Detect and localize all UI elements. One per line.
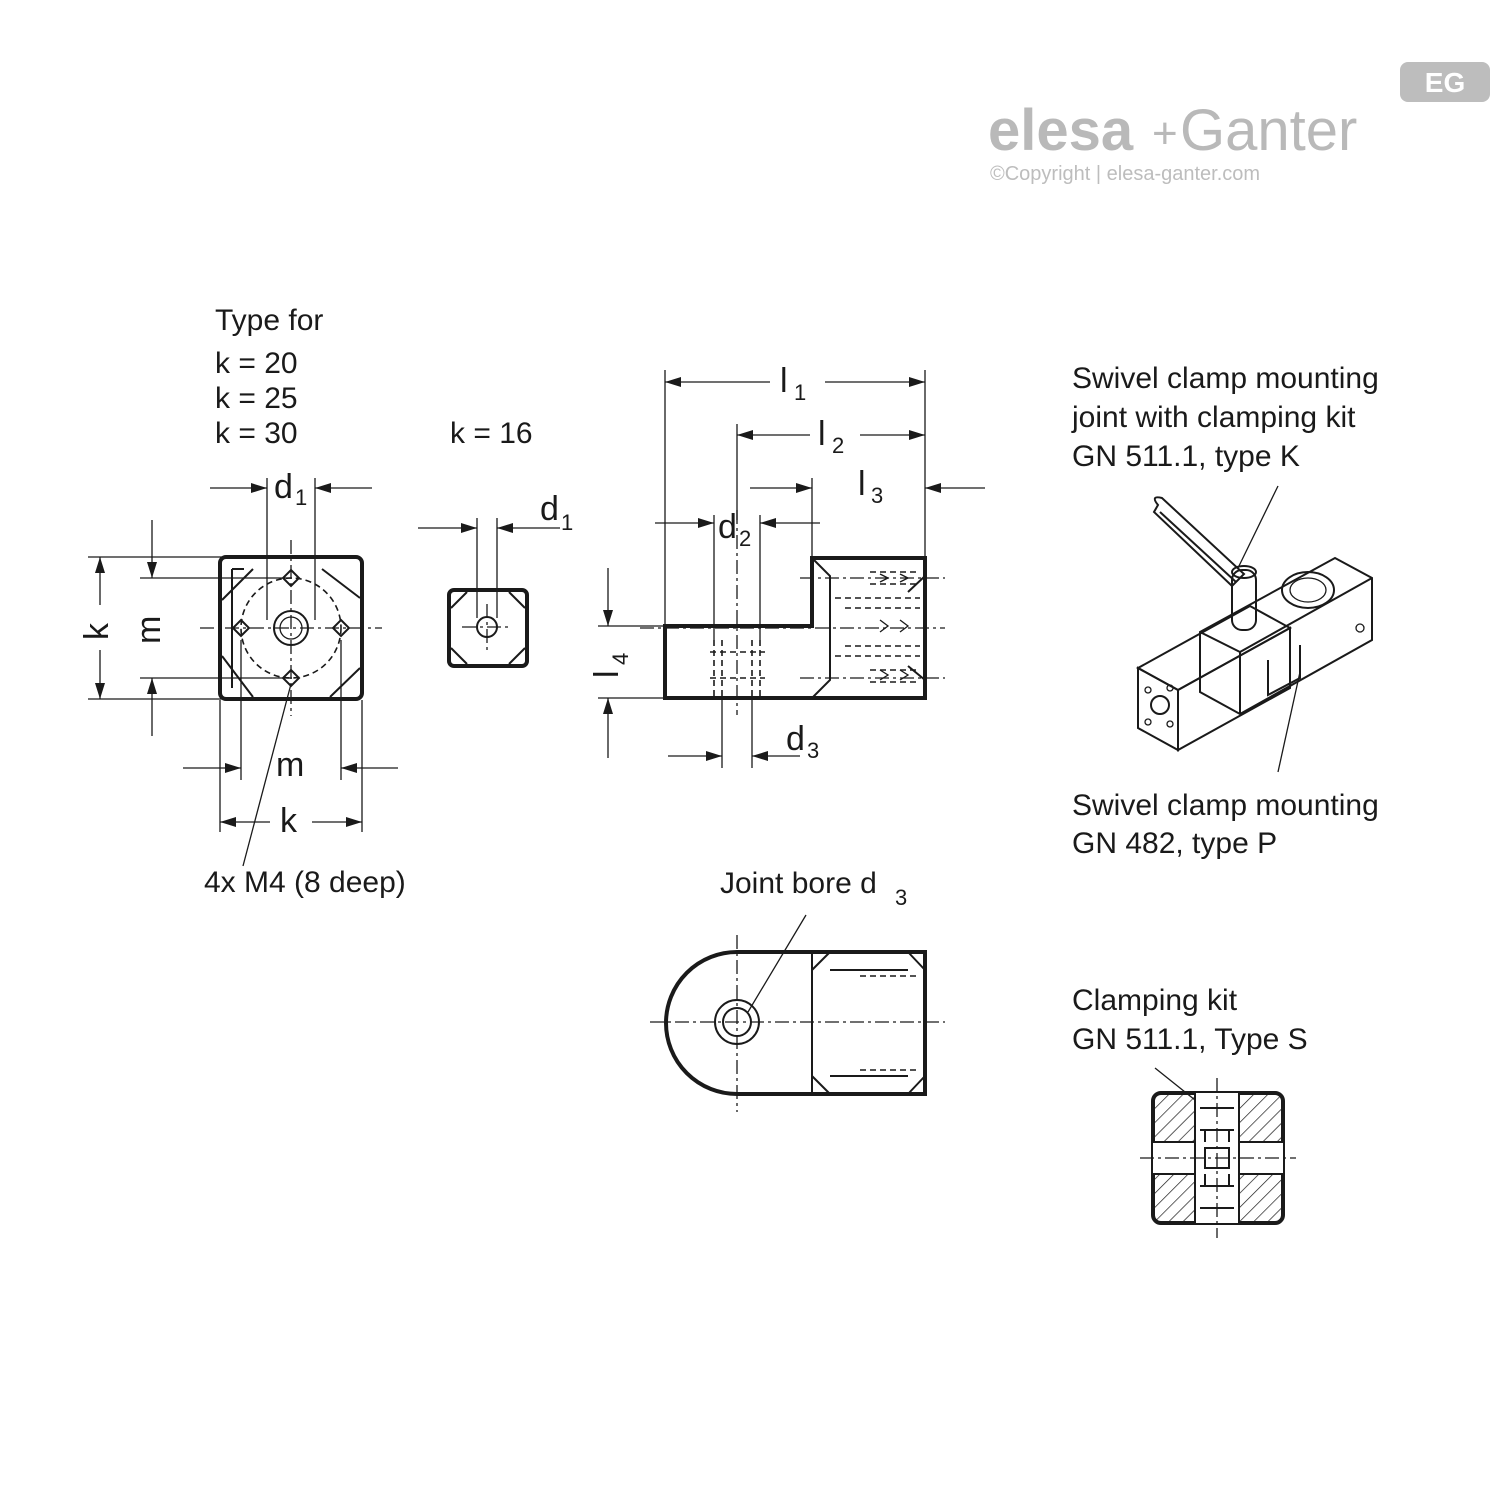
top-view: Joint bore d 3 xyxy=(650,867,945,1112)
side-l4-label: l xyxy=(588,670,626,678)
brand-plus: + xyxy=(1152,109,1178,158)
brand-copyright: ©Copyright | elesa-ganter.com xyxy=(990,163,1260,185)
top-body xyxy=(664,950,927,1096)
side-d3-sub: 3 xyxy=(807,738,819,763)
small-d1-label: d xyxy=(540,490,559,528)
callout-type-p-line1: Swivel clamp mounting xyxy=(1072,789,1379,822)
front-m-side-label: m xyxy=(130,616,168,644)
callout-type-k-line3: GN 511.1, type K xyxy=(1072,440,1300,473)
side-l1-sub: 1 xyxy=(794,380,806,405)
front-m-bottom-label: m xyxy=(276,746,304,784)
side-d2-sub: 2 xyxy=(739,526,751,551)
small-k-label: k = 16 xyxy=(450,417,533,450)
side-l3-label: l xyxy=(858,465,866,503)
joint-bore-label: Joint bore d xyxy=(720,867,877,900)
callout-type-k-line2: joint with clamping kit xyxy=(1071,401,1356,434)
small-view: k = 16 d 1 xyxy=(418,417,573,668)
brand-badge-text: EG xyxy=(1425,67,1465,98)
side-threads xyxy=(835,571,920,683)
type-for-label: Type for xyxy=(215,304,323,337)
side-l1-label: l xyxy=(780,362,788,400)
brand-name-part2: Ganter xyxy=(1180,98,1357,163)
side-l4-sub: 4 xyxy=(608,653,633,665)
brand-name-part1: elesa xyxy=(988,98,1134,163)
small-body xyxy=(447,588,529,668)
front-k-bottom-label: k xyxy=(280,802,298,840)
joint-bore-sub: 3 xyxy=(895,885,907,910)
callout-type-s-line1: Clamping kit xyxy=(1072,984,1238,1017)
callout-type-s-line2: GN 511.1, Type S xyxy=(1072,1023,1308,1056)
side-d3-label: d xyxy=(786,720,805,758)
thread-note: 4x M4 (8 deep) xyxy=(204,866,406,899)
small-d1-sub: 1 xyxy=(561,510,573,535)
lever-handle xyxy=(1152,496,1246,588)
clamping-kit-section: Clamping kit GN 511.1, Type S xyxy=(1072,984,1308,1238)
callout-type-k-line1: Swivel clamp mounting xyxy=(1072,362,1379,395)
brand-logo: elesa + Ganter ©Copyright | elesa-ganter… xyxy=(988,62,1490,185)
front-chamfers xyxy=(221,568,361,698)
side-l2-label: l xyxy=(818,415,826,453)
brand-badge xyxy=(1400,62,1490,102)
side-view: l 1 l 2 l 3 d 2 l 4 xyxy=(588,362,985,768)
side-l2-sub: 2 xyxy=(832,433,844,458)
side-l3-sub: 3 xyxy=(871,483,883,508)
front-d1-label: d xyxy=(274,468,293,506)
k-value-30: k = 30 xyxy=(215,417,298,450)
k-value-25: k = 25 xyxy=(215,382,298,415)
assembly-isometric: Swivel clamp mounting joint with clampin… xyxy=(1071,362,1379,860)
callout-type-p-line2: GN 482, type P xyxy=(1072,827,1277,860)
front-k-side-label: k xyxy=(78,622,116,640)
side-d2-label: d xyxy=(718,508,737,546)
assembly-bore xyxy=(1281,571,1335,609)
front-d1-sub: 1 xyxy=(295,485,307,510)
k-value-20: k = 20 xyxy=(215,347,298,380)
front-view: Type for k = 20 k = 25 k = 30 d 1 xyxy=(78,304,406,899)
